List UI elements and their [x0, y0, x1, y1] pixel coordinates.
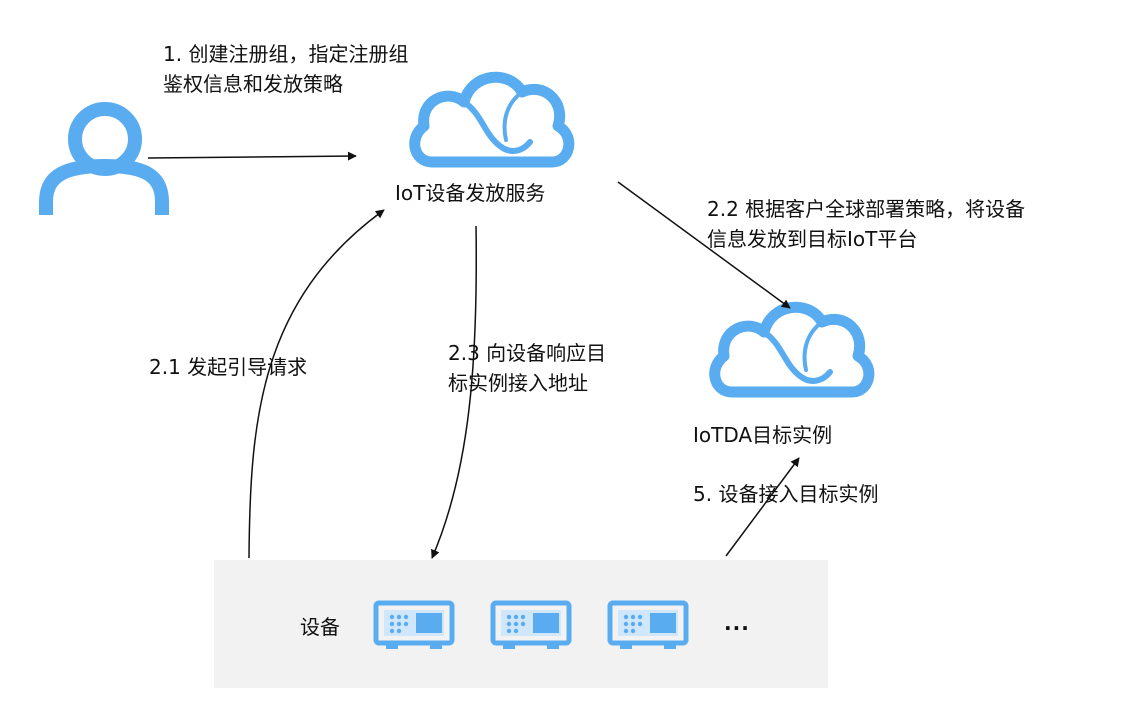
iotda-instance-label: IoTDA目标实例: [693, 423, 833, 447]
arrow-step2-3: [431, 225, 478, 559]
arrow-step5: [725, 457, 800, 557]
arrow-step2-1: [248, 209, 385, 559]
device-icon: [610, 603, 686, 649]
step1-label-line2: 鉴权信息和发放策略: [163, 72, 343, 96]
devices-label: 设备: [300, 615, 340, 639]
step2-2-label-line1: 2.2 根据客户全球部署策略，将设备: [707, 197, 1026, 221]
iotda-cloud-icon: [715, 307, 869, 392]
more-devices-ellipsis: ...: [724, 611, 750, 635]
step2-3-label-line1: 2.3 向设备响应目: [448, 341, 607, 365]
arrow-step2-2: [617, 181, 791, 309]
step2-2-label-line2: 信息发放到目标IoT平台: [707, 227, 918, 251]
provisioning-service-label: IoT设备发放服务: [395, 181, 546, 205]
step2-1-label: 2.1 发起引导请求: [149, 355, 308, 379]
device-icon: [493, 603, 569, 649]
device-icon: [376, 603, 452, 649]
step2-3-label-line2: 标实例接入地址: [448, 371, 588, 395]
provisioning-cloud-icon: [415, 77, 569, 162]
step5-label: 5. 设备接入目标实例: [693, 482, 879, 506]
arrow-step1: [147, 151, 357, 161]
user-icon: [39, 102, 169, 215]
step1-label-line1: 1. 创建注册组，指定注册组: [163, 42, 409, 66]
